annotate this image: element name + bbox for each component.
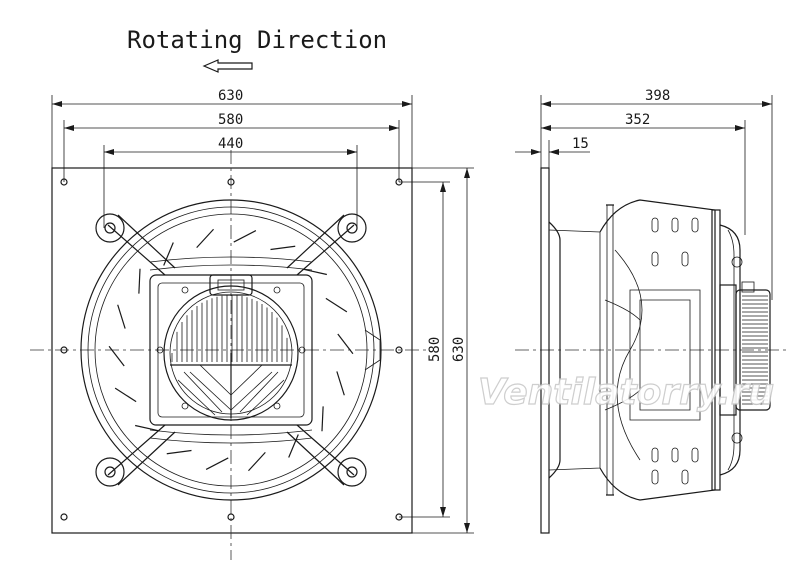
motor-side (735, 289, 771, 411)
mounting-lugs (95, 213, 367, 487)
rotating-direction-title: Rotating Direction (127, 26, 387, 54)
impeller-slots (651, 217, 699, 485)
watermark: Ventilatorry.ru (478, 372, 774, 413)
dim-width-440: 440 (218, 136, 243, 152)
motor-housing (163, 285, 299, 421)
dim-height-580: 580 (427, 337, 443, 362)
front-view (30, 150, 430, 560)
dim-plate-15: 15 (572, 136, 589, 152)
inlet-ring (80, 199, 382, 501)
side-plate (540, 167, 550, 534)
terminal-box (209, 274, 253, 296)
impeller-blades (108, 228, 354, 472)
motor-hub (170, 353, 292, 418)
motor-cooling-fins (171, 295, 288, 362)
front-dimensions: 630 580 440 580 630 (51, 88, 474, 534)
side-view (515, 167, 790, 534)
mounting-plate (51, 167, 413, 534)
support-arms (107, 214, 355, 486)
side-dimensions: 398 352 15 (515, 88, 773, 300)
arrow-left-icon (202, 59, 253, 73)
dim-width-630: 630 (218, 88, 243, 104)
impeller-side (599, 199, 716, 501)
dim-width-580: 580 (218, 112, 243, 128)
dim-depth-352: 352 (625, 112, 650, 128)
dim-depth-398: 398 (645, 88, 670, 104)
dim-height-630: 630 (451, 337, 467, 362)
